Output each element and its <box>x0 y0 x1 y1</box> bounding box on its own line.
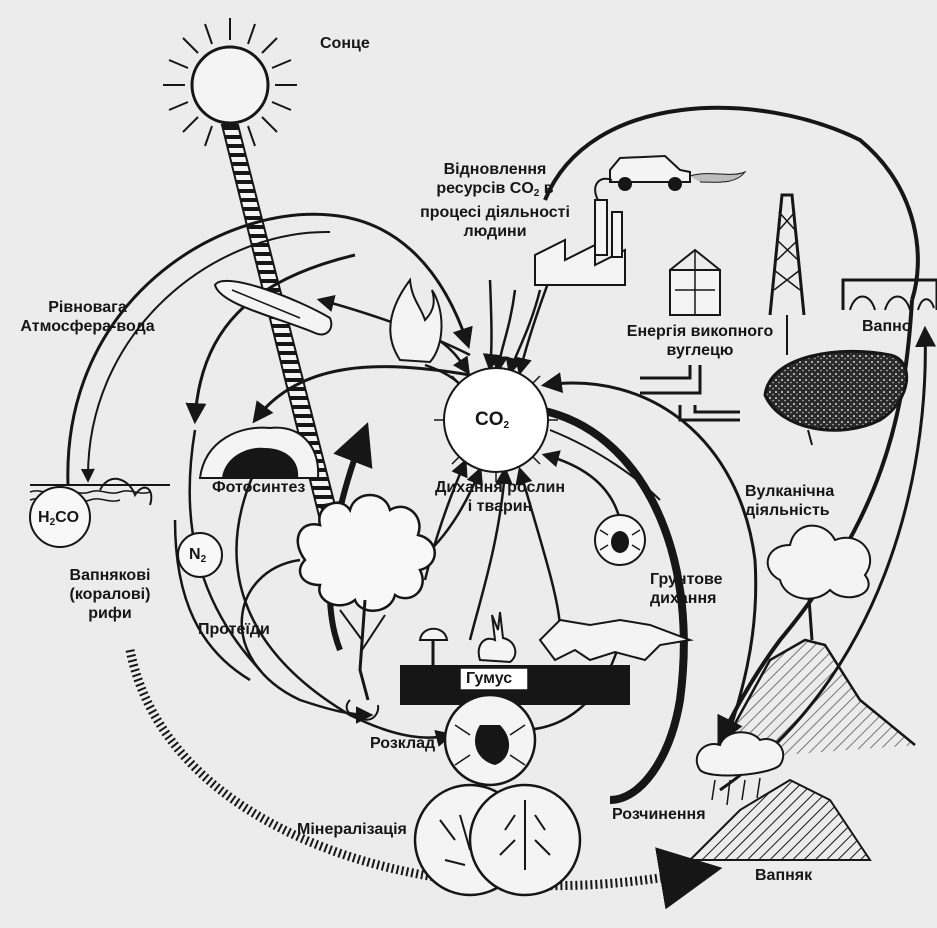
soil-respiration-label-line2: дихання <box>650 589 723 608</box>
lime-bridge-icon <box>843 280 937 310</box>
mushroom-icon <box>420 629 447 665</box>
restoration-label-line2: ресурсів CO2 в <box>395 179 595 203</box>
equilibrium-label-line1: Рівновага <box>0 298 175 317</box>
proteins-label: Протеїди <box>198 620 270 639</box>
restoration-label-line3: процесі діяльності <box>395 203 595 222</box>
n2-label: N2 <box>189 545 206 569</box>
reefs-label-line1: Вапнякові <box>40 566 180 585</box>
fossil-energy-label-line1: Енергія викопного <box>600 322 800 341</box>
reefs-label-line2: (коралові) <box>40 585 180 604</box>
respiration-label-line2: і тварин <box>420 497 580 516</box>
equilibrium-label: Рівновага Атмосфера-вода <box>0 298 175 336</box>
soil-strip-icon <box>400 665 630 705</box>
photosynthesis-label: Фотосинтез <box>212 478 305 497</box>
n2-label-main: N <box>189 546 201 563</box>
volcanic-label-line2: діяльність <box>745 501 834 520</box>
lime-label: Вапно <box>862 317 912 336</box>
respiration-label-line1: Дихання рослин <box>420 478 580 497</box>
volcanic-label-line1: Вулканічна <box>745 482 834 501</box>
restoration-label-line4: людини <box>395 222 595 241</box>
volcano-icon <box>715 526 915 760</box>
reefs-label-line3: рифи <box>40 604 180 623</box>
mineralization-right-icon <box>470 785 580 895</box>
volcanic-label: Вулканічна діяльність <box>745 482 834 520</box>
car-icon <box>610 156 745 191</box>
restoration-label: Відновлення ресурсів CO2 в процесі діяль… <box>395 160 595 241</box>
reefs-label: Вапнякові (коралові) рифи <box>40 566 180 623</box>
respiration-label: Дихання рослин і тварин <box>420 478 580 516</box>
rabbit-icon <box>479 612 516 662</box>
equilibrium-label-line2: Атмосфера-вода <box>0 317 175 336</box>
burning-log-icon <box>215 280 442 362</box>
soil-respiration-label: Грунтове дихання <box>650 570 723 608</box>
h2co3-label: H2CO <box>38 508 79 532</box>
fossil-energy-label: Енергія викопного вуглецю <box>600 322 800 360</box>
humus-label: Гумус <box>466 669 512 688</box>
beetle-icon <box>595 515 645 565</box>
co2-label: CO2 <box>475 410 509 435</box>
fossil-deposit-icon <box>765 351 907 445</box>
decomposition-organism-icon <box>445 695 535 785</box>
h2co3-label-post: CO <box>55 509 79 526</box>
mine-icon <box>670 250 720 315</box>
pipe-icon <box>640 365 740 420</box>
restoration-co2-post: в <box>539 180 553 197</box>
mineralization-label: Мінералізація <box>297 820 407 839</box>
co2-label-subscript: 2 <box>504 420 510 431</box>
h2co3-label-main: H <box>38 509 50 526</box>
limestone-mound-icon <box>690 780 870 860</box>
sun-label: Сонце <box>320 34 370 53</box>
restoration-label-line1: Відновлення <box>395 160 595 179</box>
fossil-energy-label-line2: вуглецю <box>600 341 800 360</box>
limestone-label: Вапняк <box>755 866 812 885</box>
photosynthesis-mound-icon <box>200 428 318 478</box>
co2-label-main: CO <box>475 409 504 430</box>
n2-label-subscript: 2 <box>201 554 207 565</box>
dissolution-label: Розчинення <box>612 805 706 824</box>
restoration-co2-text: ресурсів CO <box>436 180 533 197</box>
soil-respiration-label-line1: Грунтове <box>650 570 723 589</box>
decomposition-label: Розклад <box>370 734 435 753</box>
